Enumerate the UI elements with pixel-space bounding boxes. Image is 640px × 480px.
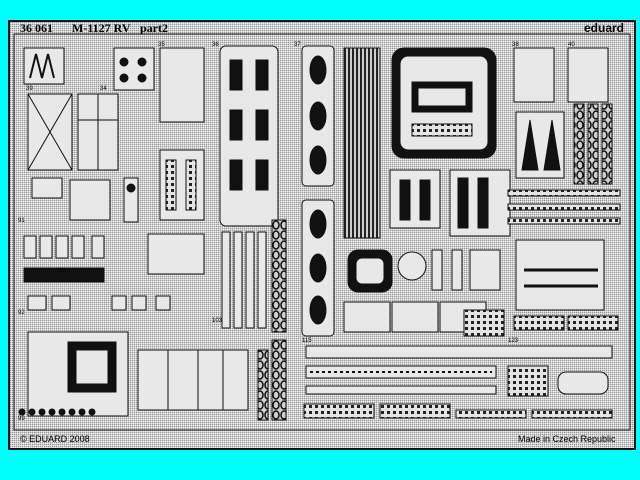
part-group-rings xyxy=(23,233,205,311)
coil-spring-part xyxy=(343,47,381,239)
svg-text:38: 38 xyxy=(512,42,519,48)
part-number-labels: 39 34 35 36 37 38 40 91 92 93 103 99 115… xyxy=(18,42,575,422)
part-group-bottom-left xyxy=(18,331,249,417)
part-group-long-bars xyxy=(303,345,613,419)
sheet-inner-frame xyxy=(13,33,631,431)
part-group-strips xyxy=(221,219,287,421)
sheet-part: part2 xyxy=(140,21,168,35)
svg-text:91: 91 xyxy=(18,218,25,224)
part-group-top-left xyxy=(23,47,155,223)
catalog-number: 36 061 xyxy=(20,21,53,35)
svg-text:92: 92 xyxy=(18,310,25,316)
part-group-ovals xyxy=(301,45,335,337)
part-group-center-tall xyxy=(159,45,279,227)
photo-etch-sheet: 36 061 M-1127 RV part2 eduard © EDUARD 2… xyxy=(8,20,636,450)
brand-logo: eduard xyxy=(584,21,624,35)
part-group-display-frame xyxy=(391,47,497,159)
svg-text:123: 123 xyxy=(508,338,519,344)
svg-text:36: 36 xyxy=(212,42,219,48)
svg-text:99: 99 xyxy=(18,416,25,422)
part-group-mid-center xyxy=(343,169,511,337)
svg-text:35: 35 xyxy=(158,42,165,48)
svg-text:34: 34 xyxy=(100,86,107,92)
copyright-text: © EDUARD 2008 xyxy=(20,434,90,444)
origin-text: Made in Czech Republic xyxy=(518,434,616,444)
svg-text:39: 39 xyxy=(26,86,33,92)
sheet-title: M-1127 RV xyxy=(72,21,131,35)
part-group-right xyxy=(507,47,621,331)
svg-text:103: 103 xyxy=(212,318,223,324)
svg-text:40: 40 xyxy=(568,42,575,48)
svg-text:93: 93 xyxy=(58,268,65,274)
svg-text:115: 115 xyxy=(302,338,312,344)
svg-text:37: 37 xyxy=(294,42,301,48)
